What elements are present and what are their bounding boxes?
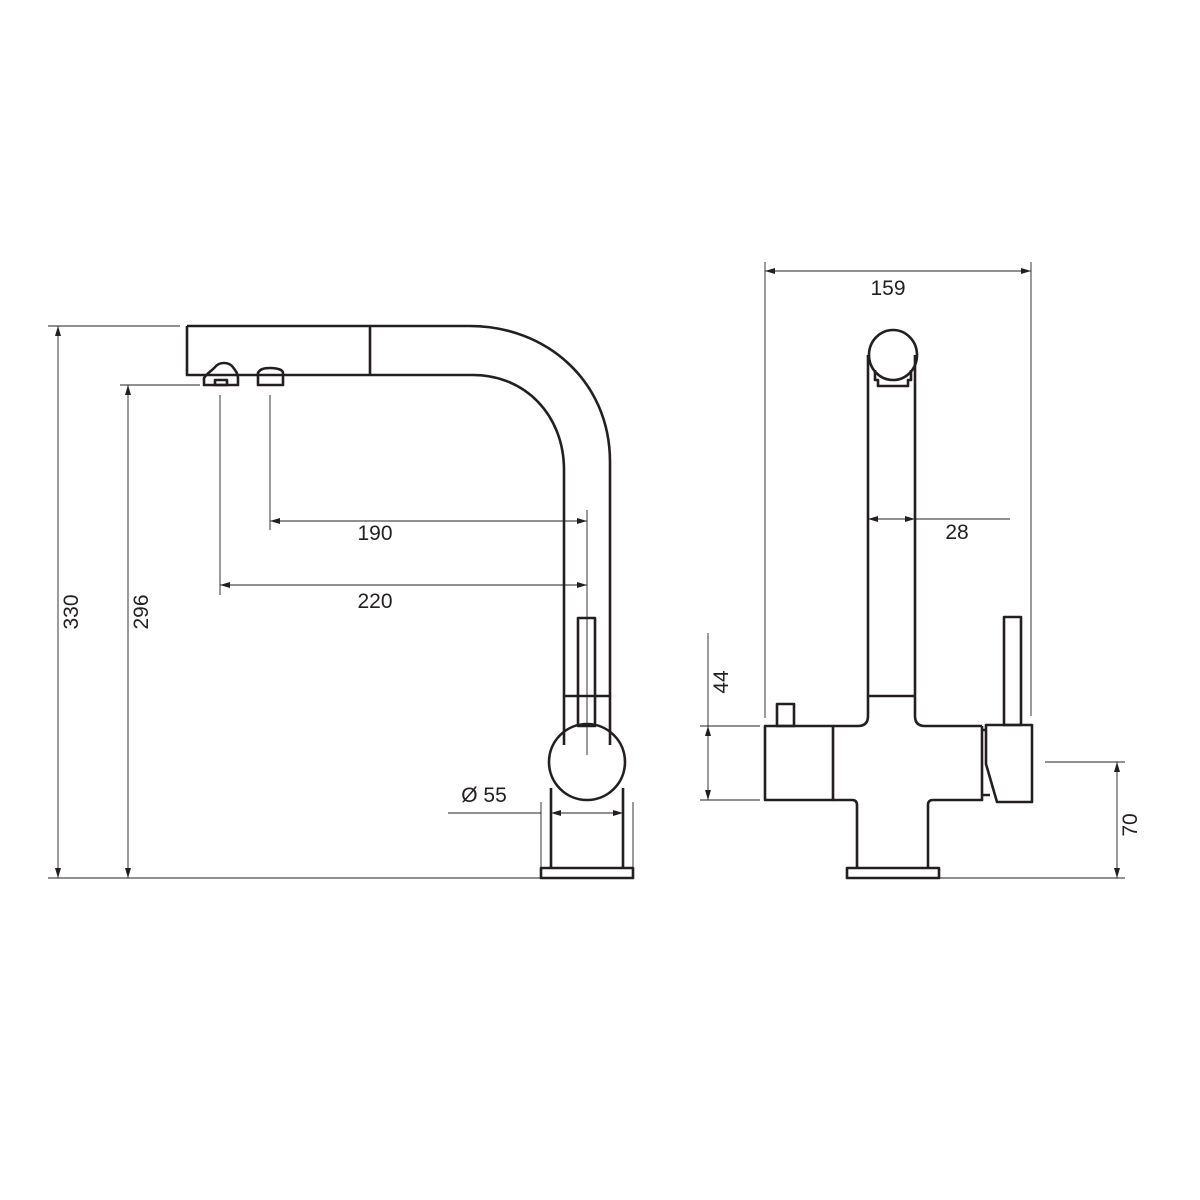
dim-190: 190 bbox=[269, 395, 588, 755]
dim-330: 330 bbox=[48, 325, 541, 879]
dim-28: 28 bbox=[868, 516, 1010, 544]
dim-220-label: 220 bbox=[357, 590, 392, 613]
dim-190-label: 190 bbox=[357, 522, 392, 545]
spout-tube bbox=[833, 328, 982, 728]
dim-44-label: 44 bbox=[710, 670, 733, 694]
dim-44: 44 bbox=[700, 633, 760, 801]
lever-handle bbox=[576, 616, 597, 728]
dim-diameter-55-label: Ø 55 bbox=[461, 784, 507, 807]
dim-220: 220 bbox=[219, 395, 587, 613]
side-view: 330 296 190 220 Ø 55 bbox=[48, 324, 635, 880]
dim-159: 159 bbox=[764, 262, 1032, 718]
dim-70-label: 70 bbox=[1119, 813, 1142, 836]
dim-296-label: 296 bbox=[130, 594, 153, 629]
dim-28-label: 28 bbox=[945, 521, 968, 544]
front-view: 159 28 44 70 bbox=[700, 262, 1142, 880]
aerator-outlets bbox=[202, 361, 285, 387]
base-column bbox=[539, 788, 635, 880]
dim-296: 296 bbox=[120, 384, 200, 878]
spout-outline bbox=[185, 324, 612, 745]
mixer-body bbox=[763, 702, 984, 880]
filter-handle bbox=[982, 615, 1034, 804]
dim-159-label: 159 bbox=[870, 277, 905, 300]
dim-330-label: 330 bbox=[60, 594, 83, 629]
dim-70: 70 bbox=[939, 761, 1142, 879]
dim-diameter-55: Ø 55 bbox=[448, 784, 634, 868]
